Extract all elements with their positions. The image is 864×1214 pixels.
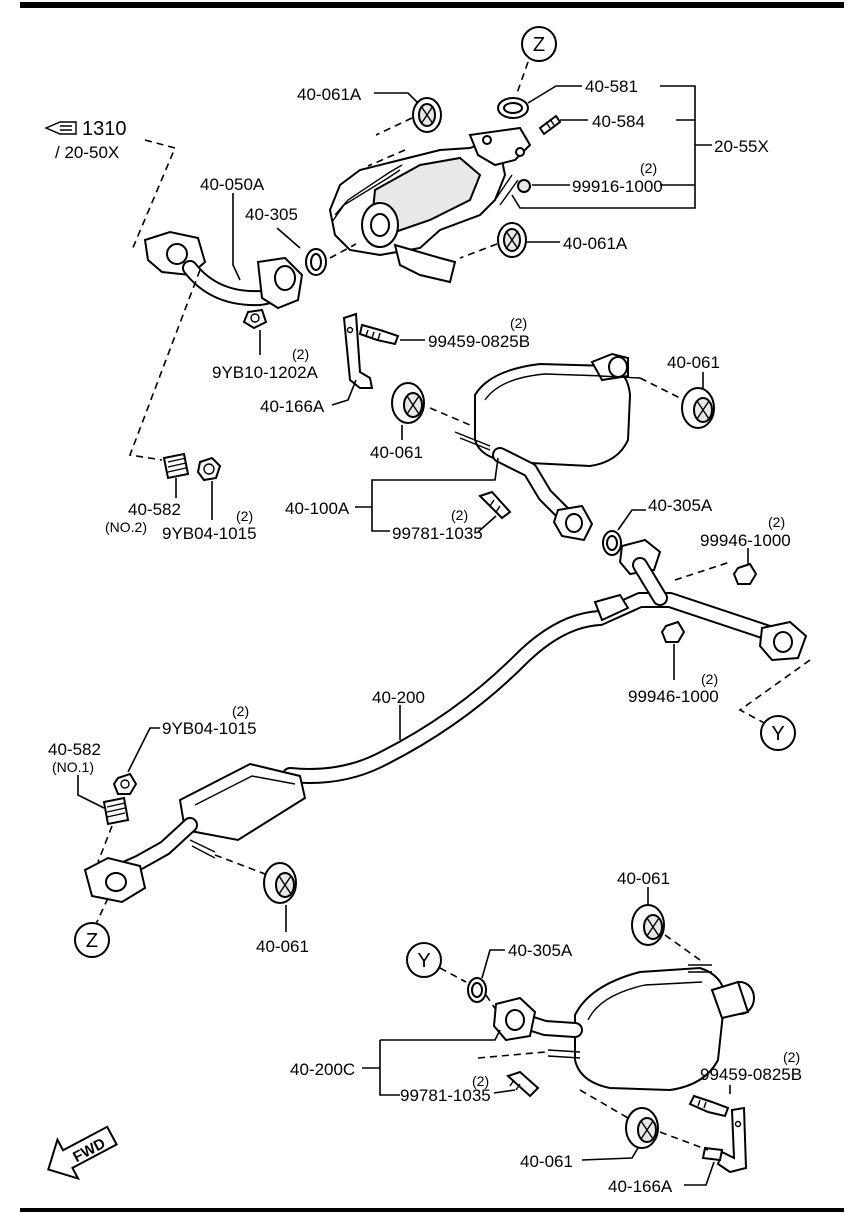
label-40-166a-top: 40-166A — [260, 397, 325, 416]
pointing-hand-icon — [44, 121, 77, 135]
label-99781-1035-top: 99781-1035 — [392, 524, 483, 543]
hanger-bracket-40-166a-bottom[interactable] — [701, 1106, 748, 1174]
presilencer-40-100a[interactable] — [454, 352, 641, 542]
label-40-166a-bottom: 40-166A — [608, 1177, 673, 1196]
label-99946-1000-top: 99946-1000 — [700, 531, 791, 550]
nut-99916-1000[interactable] — [517, 179, 531, 193]
bolt-99781-1035-top[interactable] — [478, 490, 512, 520]
rubber-mount-40-061-mid[interactable] — [391, 382, 425, 424]
label-99946-top-qty: (2) — [768, 514, 785, 530]
label-99916-qty: (2) — [640, 160, 657, 176]
spring-40-582-no2[interactable] — [162, 452, 190, 480]
nut-9yb10-1202a[interactable] — [242, 308, 268, 330]
label-40-305a-top: 40-305A — [648, 496, 713, 515]
label-40-061-bottom-upper: 40-061 — [617, 869, 670, 888]
label-99459-0825b-bottom: 99459-0825B — [700, 1065, 802, 1084]
front-pipe-40-050a[interactable] — [143, 230, 304, 310]
svg-text:Z: Z — [86, 930, 98, 952]
bolt-99781-1035-bottom[interactable] — [506, 1070, 540, 1098]
main-silencer-40-200c[interactable] — [492, 964, 755, 1092]
rubber-mount-40-061a-mid[interactable] — [497, 222, 527, 258]
rubber-mount-40-061-bottom[interactable] — [625, 1107, 659, 1149]
label-99946-1000-bottom: 99946-1000 — [628, 687, 719, 706]
nut-9yb04-1015-bottom[interactable] — [112, 772, 138, 795]
label-40-582-no1-sub: (NO.1) — [52, 759, 94, 775]
label-40-582-no2: 40-582 — [128, 500, 181, 519]
label-9yb04-bot-qty: (2) — [232, 703, 249, 719]
bolt-99459-0825b-top[interactable] — [358, 323, 400, 346]
label-40-582-no1: 40-582 — [48, 740, 101, 759]
label-99781-bot-qty: (2) — [472, 1073, 489, 1089]
middle-pipe-40-200[interactable] — [83, 538, 808, 904]
label-40-100a: 40-100A — [285, 499, 350, 518]
label-99459-bot-qty: (2) — [783, 1049, 800, 1065]
label-40-582-no2-sub: (NO.2) — [105, 519, 147, 535]
label-40-581: 40-581 — [585, 77, 638, 96]
reference-number: 1310 — [82, 118, 127, 140]
sensor-40-584[interactable] — [538, 114, 562, 136]
callout-z-bottom: Z — [74, 922, 110, 958]
ring-40-305[interactable] — [305, 248, 327, 276]
label-99946-bot-qty: (2) — [701, 671, 718, 687]
label-40-200: 40-200 — [372, 688, 425, 707]
spring-40-582-no1[interactable] — [102, 796, 130, 826]
svg-text:Y: Y — [771, 723, 784, 745]
gasket-40-305a-bottom[interactable] — [467, 977, 487, 1003]
reference-arrow[interactable]: 1310 / 20-50X — [44, 118, 127, 162]
rubber-mount-40-061-left[interactable] — [263, 862, 297, 904]
gasket-40-581[interactable] — [497, 97, 529, 119]
label-40-305a-bottom: 40-305A — [508, 941, 573, 960]
label-40-061-bottom: 40-061 — [520, 1152, 573, 1171]
rubber-mount-40-061-bottom-upper[interactable] — [631, 904, 665, 946]
bolt-99459-0825b-bottom[interactable] — [688, 1094, 730, 1118]
svg-text:Y: Y — [417, 950, 430, 972]
label-40-305: 40-305 — [245, 205, 298, 224]
nut-9yb04-1015-top[interactable] — [196, 456, 222, 482]
label-99459-top-qty: (2) — [510, 315, 527, 331]
nut-99946-1000-bottom[interactable] — [660, 620, 686, 643]
label-99459-0825b-top: 99459-0825B — [428, 332, 530, 351]
label-20-55x: 20-55X — [714, 137, 769, 156]
forward-direction-arrow-icon: FWD — [47, 1125, 118, 1181]
label-40-061a-top: 40-061A — [297, 85, 362, 104]
label-40-061-right: 40-061 — [667, 353, 720, 372]
reference-sub: / 20-50X — [55, 143, 119, 162]
svg-text:Z: Z — [533, 34, 545, 56]
label-40-061-mid: 40-061 — [370, 443, 423, 462]
label-9yb04-top-qty: (2) — [236, 508, 253, 524]
hanger-bracket-40-166a-top[interactable] — [342, 312, 374, 389]
rubber-mount-40-061-right[interactable] — [681, 387, 715, 429]
label-99916-1000: 99916-1000 — [572, 177, 663, 196]
rubber-mount-40-061a-top[interactable] — [412, 97, 442, 133]
label-99781-top-qty: (2) — [451, 507, 468, 523]
label-40-061a-mid: 40-061A — [563, 234, 628, 253]
label-40-584: 40-584 — [592, 112, 645, 131]
label-9yb10-1202a: 9YB10-1202A — [212, 363, 319, 382]
label-9yb04-1015-bottom: 9YB04-1015 — [162, 719, 257, 738]
catalytic-converter — [328, 126, 532, 284]
label-9yb10-qty: (2) — [292, 346, 309, 362]
callout-z-top: Z — [521, 26, 557, 62]
label-40-061-left: 40-061 — [256, 937, 309, 956]
callout-y-right: Y — [760, 715, 796, 751]
label-40-200c: 40-200C — [290, 1060, 355, 1079]
nut-99946-1000-top[interactable] — [732, 562, 758, 585]
label-99781-1035-bottom: 99781-1035 — [400, 1086, 491, 1105]
gasket-40-305a-top[interactable] — [602, 530, 622, 556]
label-40-050a: 40-050A — [200, 175, 265, 194]
label-9yb04-1015-top: 9YB04-1015 — [162, 524, 257, 543]
callout-y-bottom: Y — [406, 942, 442, 978]
